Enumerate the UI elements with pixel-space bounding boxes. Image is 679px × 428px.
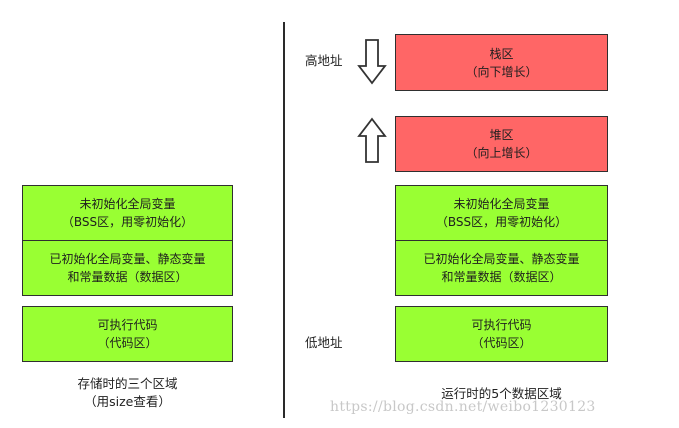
left-caption: 存储时的三个区域 （用size查看） [22,375,233,411]
heap-line1: 堆区 [489,128,514,142]
left-code-line1: 可执行代码 [97,318,158,332]
right-bss-line1: 未初始化全局变量 [453,197,550,211]
left-data-box: 已初始化全局变量、静态变量 和常量数据（数据区） [22,240,233,296]
right-code-line2: （代码区） [471,336,532,350]
right-data-line1: 已初始化全局变量、静态变量 [423,252,580,266]
stack-box: 栈区 （向下增长） [395,34,608,91]
right-data-line2: 和常量数据（数据区） [441,270,562,284]
left-bss-box: 未初始化全局变量 （BSS区，用零初始化） [22,185,233,241]
low-address-label: 低地址 [305,335,343,350]
column-divider [283,22,285,418]
left-code-line2: （代码区） [97,336,158,350]
stack-line1: 栈区 [489,46,514,61]
left-caption-line2: （用size查看） [84,394,171,409]
right-data-box: 已初始化全局变量、静态变量 和常量数据（数据区） [395,240,608,296]
right-code-line1: 可执行代码 [471,318,532,332]
heap-box: 堆区 （向上增长） [395,116,608,172]
heap-line2: （向上增长） [465,146,538,160]
right-code-box: 可执行代码 （代码区） [395,306,608,362]
right-bss-box: 未初始化全局变量 （BSS区，用零初始化） [395,185,608,241]
high-address-label: 高地址 [305,53,343,68]
left-code-box: 可执行代码 （代码区） [22,306,233,362]
up-arrow-icon [357,117,387,163]
right-bss-line2: （BSS区，用零初始化） [435,215,568,229]
left-data-line1: 已初始化全局变量、静态变量 [49,252,206,266]
left-bss-line2: （BSS区，用零初始化） [61,215,194,229]
down-arrow-icon [357,39,387,85]
watermark-text: https://blog.csdn.net/weibo1230123 [330,399,596,415]
stack-line2: （向下增长） [465,64,538,79]
left-data-line2: 和常量数据（数据区） [67,270,188,284]
right-caption: 运行时的5个数据区域 [441,386,562,401]
left-bss-line1: 未初始化全局变量 [79,197,176,211]
left-caption-line1: 存储时的三个区域 [77,376,178,391]
